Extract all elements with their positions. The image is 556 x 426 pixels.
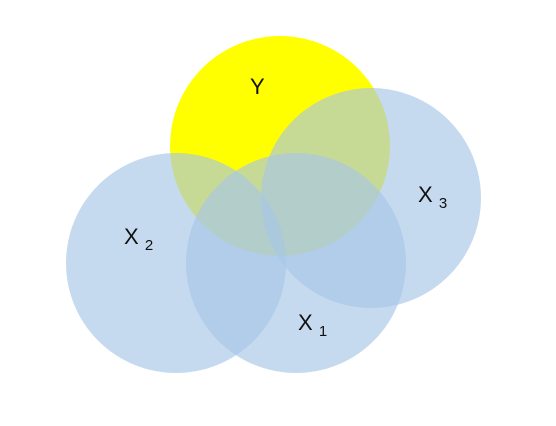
label-x3: X 3	[418, 182, 447, 212]
label-y-main: Y	[250, 74, 265, 99]
label-y: Y	[250, 74, 265, 99]
label-x2: X 2	[124, 224, 153, 254]
label-x1-sub: 1	[319, 323, 327, 340]
label-x3-sub: 3	[439, 195, 447, 212]
label-x1-main: X	[298, 310, 313, 335]
label-x3-main: X	[418, 182, 433, 207]
label-x2-sub: 2	[145, 237, 153, 254]
circle-x1	[186, 153, 406, 373]
label-x2-main: X	[124, 224, 139, 249]
label-x1: X 1	[298, 310, 327, 340]
